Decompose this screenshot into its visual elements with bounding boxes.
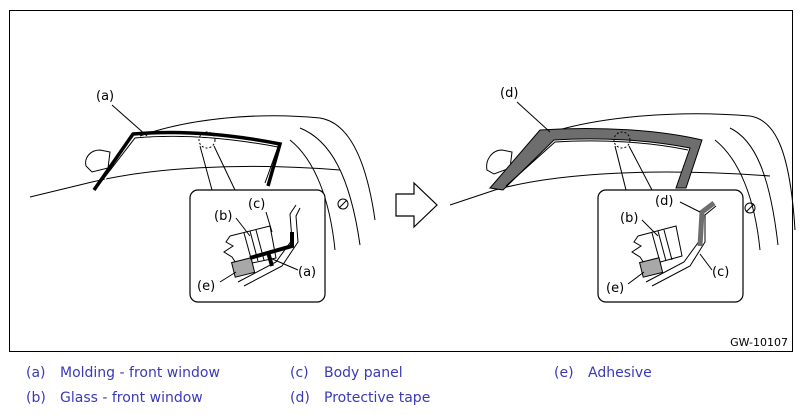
right-adhesive (638, 257, 664, 278)
callout-b-left: (b) (214, 209, 232, 224)
legend-key-d: (d) (290, 390, 310, 406)
callout-c-left: (c) (248, 197, 265, 212)
legend-key-c: (c) (290, 365, 309, 381)
right-protective-tape (489, 127, 703, 191)
legend-key-a: (a) (26, 365, 46, 381)
right-inset-detail (631, 202, 717, 287)
legend-item-e: (e) Adhesive (554, 365, 652, 381)
left-inset-box (189, 189, 326, 303)
callout-d-inset: (d) (655, 194, 673, 209)
legend-item-a: (a) Molding - front window (26, 365, 220, 381)
transition-arrow (395, 181, 438, 229)
left-detail-circle (198, 131, 216, 149)
callout-a-top: (a) (96, 89, 114, 104)
legend-key-e: (e) (554, 365, 574, 381)
legend-text-c: Body panel (324, 365, 403, 381)
left-adhesive (230, 257, 256, 278)
figure-id: GW-10107 (730, 336, 788, 349)
left-car (29, 115, 376, 251)
legend-text-d: Protective tape (324, 390, 431, 406)
left-molding-section (249, 232, 294, 267)
legend-text-b: Glass - front window (60, 390, 203, 406)
callout-c-right: (c) (712, 265, 729, 280)
legend: (a) Molding - front window (b) Glass - fro… (0, 360, 802, 415)
callout-b-right: (b) (620, 211, 638, 226)
figure-frame (9, 10, 793, 352)
callout-d-top: (d) (500, 86, 518, 101)
callout-e-left: (e) (197, 279, 215, 294)
right-car (449, 113, 796, 251)
legend-key-b: (b) (26, 390, 46, 406)
left-molding (92, 130, 283, 192)
callout-e-right: (e) (606, 281, 624, 296)
legend-text-e: Adhesive (588, 365, 652, 381)
callout-a-inset: (a) (298, 265, 316, 280)
legend-item-d: (d) Protective tape (290, 390, 430, 406)
right-inset-box (597, 189, 744, 303)
right-detail-circle (613, 131, 631, 149)
right-tape-section (697, 201, 716, 247)
legend-item-c: (c) Body panel (290, 365, 403, 381)
legend-item-b: (b) Glass - front window (26, 390, 203, 406)
legend-text-a: Molding - front window (60, 365, 220, 381)
